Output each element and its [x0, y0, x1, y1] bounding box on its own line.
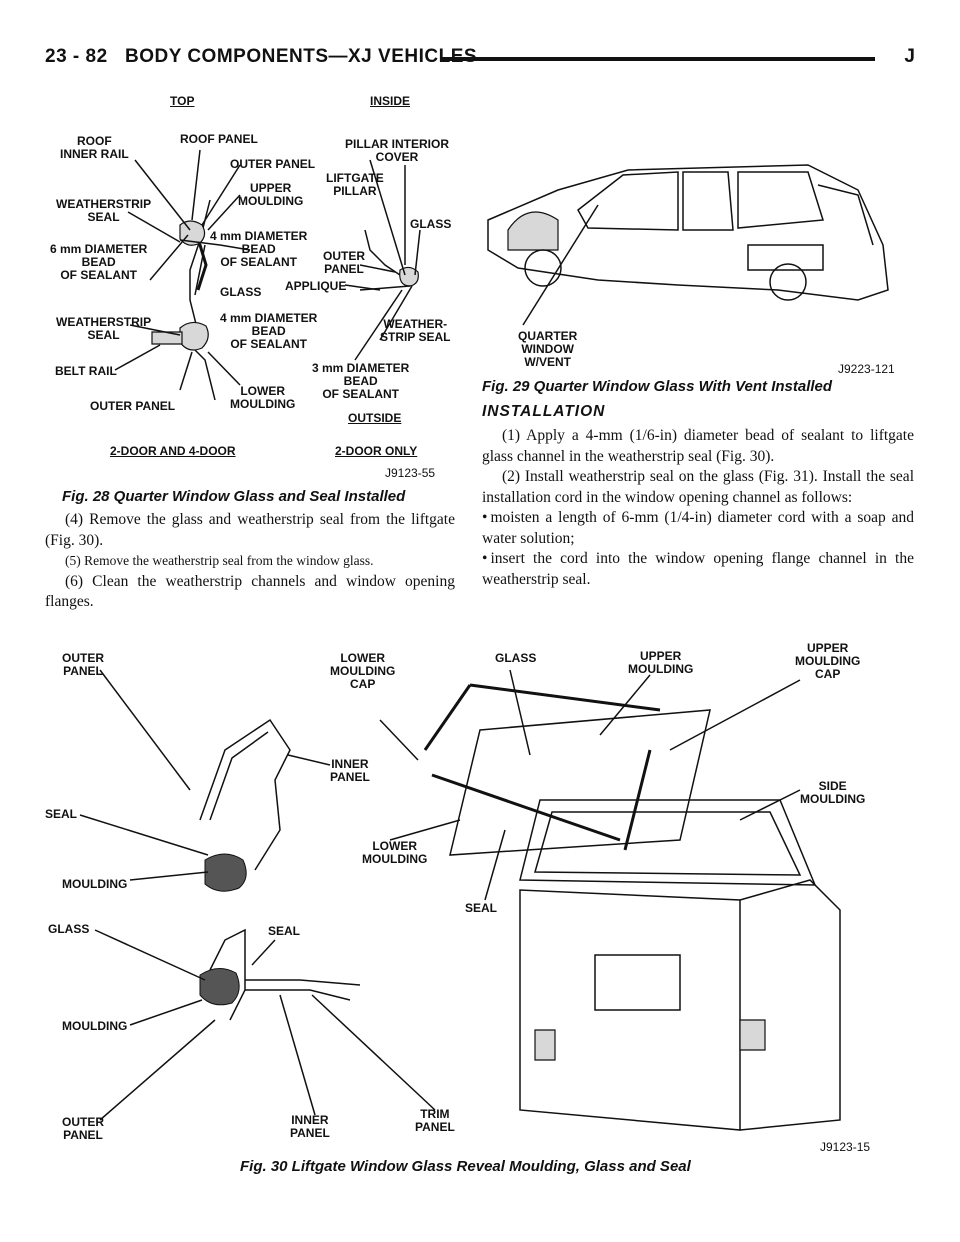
label-lower-moulding: LOWER MOULDING	[230, 384, 296, 411]
fig30-drawing	[79, 669, 841, 1131]
label-moulding-top: MOULDING	[62, 877, 128, 891]
install-step-1: (1) Apply a 4-mm (1/6-in) diameter bead …	[482, 427, 914, 465]
page-header-title: 23 - 82 BODY COMPONENTS—XJ VEHICLES	[45, 46, 477, 68]
right-column-text: (1) Apply a 4-mm (1/6-in) diameter bead …	[482, 426, 914, 590]
label-outer-panel-top: OUTER PANEL	[230, 157, 316, 171]
fig28-outside-label: OUTSIDE	[348, 411, 402, 425]
page-header: 23 - 82 BODY COMPONENTS—XJ VEHICLES J	[45, 46, 915, 76]
left-column-text: (4) Remove the glass and weatherstrip se…	[45, 510, 455, 613]
fig28-top-label: TOP	[170, 94, 195, 108]
section-title: BODY COMPONENTS—XJ VEHICLES	[125, 46, 478, 67]
fig28-drawing	[114, 149, 421, 401]
label-lower-moulding: LOWER MOULDING	[362, 839, 428, 866]
label-weather-strip-seal: WEATHER- STRIP SEAL	[380, 317, 451, 344]
fig28-code: J9123-55	[385, 466, 436, 480]
label-seal-right: SEAL	[465, 901, 498, 915]
label-bead-6mm: 6 mm DIAMETER BEAD OF SEALANT	[50, 242, 148, 282]
bullet-1: moisten a length of 6-mm (1/4-in) diamet…	[482, 508, 914, 549]
label-liftgate-pillar: LIFTGATE PILLAR	[326, 171, 384, 198]
fig29-code: J9223-121	[838, 362, 895, 376]
label-upper-moulding: UPPER MOULDING	[238, 181, 304, 208]
label-upper-moulding-cap: UPPER MOULDING CAP	[795, 641, 861, 681]
installation-heading: INSTALLATION	[482, 403, 606, 420]
label-outer-panel-right: OUTER PANEL	[323, 249, 365, 276]
label-glass: GLASS	[220, 285, 262, 299]
label-bead-4mm-upper: 4 mm DIAMETER BEAD OF SEALANT	[210, 229, 308, 269]
fig28-right-footer: 2-DOOR ONLY	[335, 444, 418, 458]
label-belt-rail: BELT RAIL	[55, 364, 117, 378]
fig28-caption: Fig. 28 Quarter Window Glass and Seal In…	[62, 488, 406, 505]
label-lower-moulding-cap: LOWER MOULDING CAP	[330, 651, 396, 691]
figure-28: TOP INSIDE ROOF INNER RAIL ROOF PANEL OU…	[40, 90, 460, 510]
bullet-2: insert the cord into the window opening …	[482, 549, 914, 590]
label-quarter-window: QUARTER WINDOW W/VENT	[518, 329, 578, 369]
fig30-caption: Fig. 30 Liftgate Window Glass Reveal Mou…	[240, 1158, 691, 1175]
label-pillar-interior-cover: PILLAR INTERIOR COVER	[345, 137, 449, 164]
brand-mark: J	[904, 46, 915, 67]
label-bead-3mm: 3 mm DIAMETER BEAD OF SEALANT	[312, 361, 410, 401]
fig28-left-footer: 2-DOOR AND 4-DOOR	[110, 444, 236, 458]
fig30-code: J9123-15	[820, 1140, 871, 1154]
header-rule	[440, 57, 875, 61]
label-inner-panel-bottom: INNER PANEL	[290, 1113, 330, 1140]
label-outer-panel-bottom: OUTER PANEL	[90, 399, 176, 413]
label-roof-inner-rail: ROOF INNER RAIL	[60, 134, 129, 161]
label-trim-panel: TRIM PANEL	[415, 1107, 455, 1134]
fig29-caption: Fig. 29 Quarter Window Glass With Vent I…	[482, 378, 833, 395]
label-glass-right: GLASS	[410, 217, 452, 231]
label-moulding-bottom: MOULDING	[62, 1019, 128, 1033]
label-glass-top: GLASS	[495, 651, 537, 665]
label-outer-panel-bottom: OUTER PANEL	[62, 1115, 104, 1142]
step-5: (5) Remove the weatherstrip seal from th…	[65, 553, 374, 568]
label-weatherstrip-seal-top: WEATHERSTRIP SEAL	[56, 197, 152, 224]
label-inner-panel-top: INNER PANEL	[330, 757, 370, 784]
install-step-2: (2) Install weatherstrip seal on the gla…	[482, 468, 914, 506]
figure-29: QUARTER WINDOW W/VENT J9223-121	[478, 150, 918, 395]
label-applique: APPLIQUE	[285, 279, 347, 293]
label-seal-left: SEAL	[45, 807, 78, 821]
label-seal-mid: SEAL	[268, 924, 301, 938]
fig29-drawing	[487, 164, 889, 326]
label-bead-4mm-lower: 4 mm DIAMETER BEAD OF SEALANT	[220, 311, 318, 351]
label-glass-left: GLASS	[48, 922, 90, 936]
fig28-inside-label: INSIDE	[370, 94, 411, 108]
step-4: (4) Remove the glass and weatherstrip se…	[45, 511, 455, 549]
label-weatherstrip-seal-bottom: WEATHERSTRIP SEAL	[56, 315, 152, 342]
step-6: (6) Clean the weatherstrip channels and …	[45, 572, 455, 611]
label-roof-panel: ROOF PANEL	[180, 132, 258, 146]
label-outer-panel-top: OUTER PANEL	[62, 651, 104, 678]
label-side-moulding: SIDE MOULDING	[800, 779, 866, 806]
figure-30: OUTER PANEL INNER PANEL SEAL MOULDING GL…	[40, 640, 920, 1200]
label-upper-moulding: UPPER MOULDING	[628, 649, 694, 676]
page-number: 23 - 82	[45, 46, 108, 67]
